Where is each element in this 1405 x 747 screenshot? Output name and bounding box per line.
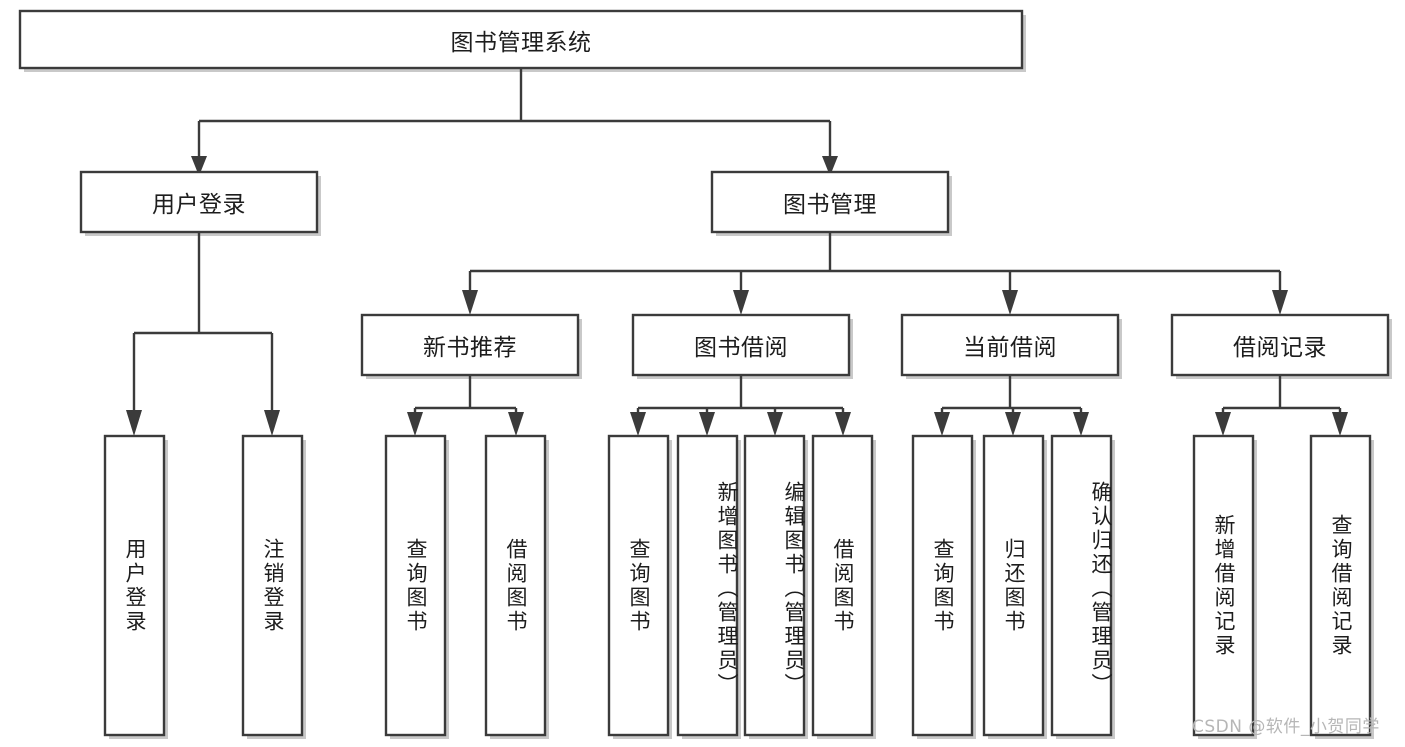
node-boxes <box>18 9 1390 737</box>
node-leaf-confirm-return[interactable] <box>1050 434 1113 737</box>
node-borrow-record[interactable] <box>1170 313 1390 377</box>
node-leaf-add-book[interactable] <box>676 434 739 737</box>
node-leaf-user-login[interactable] <box>103 434 166 737</box>
node-current-borrow[interactable] <box>900 313 1120 377</box>
node-leaf-add-record[interactable] <box>1192 434 1255 737</box>
csdn-watermark: CSDN @软件_小贺同学 <box>1192 717 1380 737</box>
node-leaf-borrow-book[interactable] <box>811 434 874 737</box>
node-new-book-rec[interactable] <box>360 313 580 377</box>
node-leaf-query-record[interactable] <box>1309 434 1372 737</box>
node-leaf-edit-book[interactable] <box>743 434 806 737</box>
node-leaf-borrow-book-rec[interactable] <box>484 434 547 737</box>
node-book-manage[interactable] <box>710 170 950 234</box>
node-leaf-query-book-rec[interactable] <box>384 434 447 737</box>
node-leaf-query-book-borrow[interactable] <box>607 434 670 737</box>
node-user-login[interactable] <box>79 170 319 234</box>
node-leaf-query-book-current[interactable] <box>911 434 974 737</box>
node-leaf-logout[interactable] <box>241 434 304 737</box>
node-root[interactable] <box>18 9 1024 70</box>
node-book-borrow[interactable] <box>631 313 851 377</box>
connector-arrowheads <box>126 156 1348 436</box>
node-leaf-return-book[interactable] <box>982 434 1045 737</box>
